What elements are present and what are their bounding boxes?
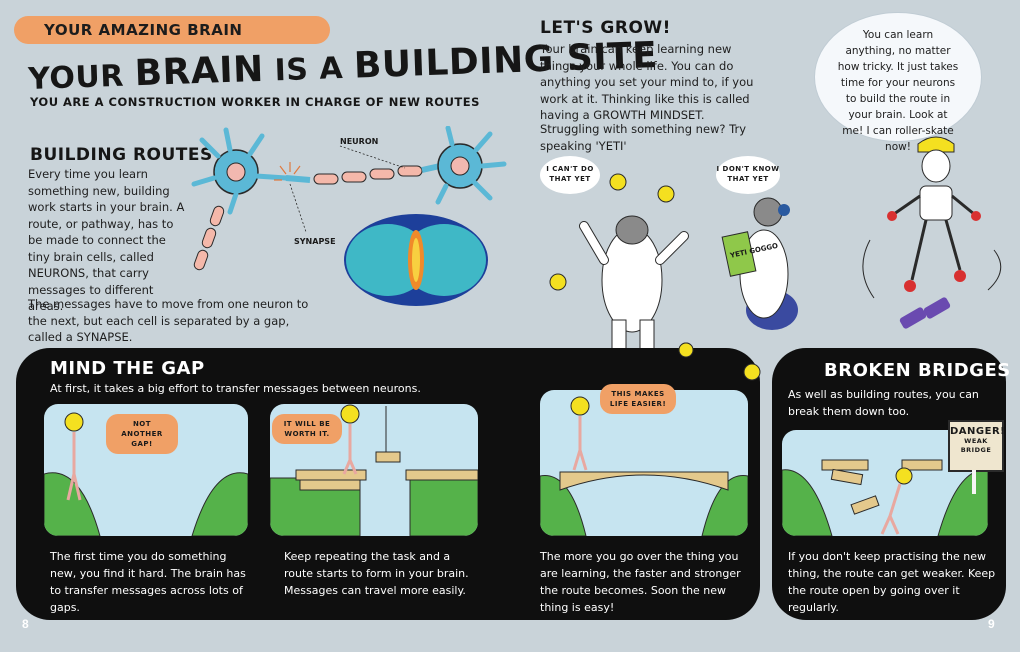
danger-sign-post	[972, 470, 976, 494]
gap-caption-3: The more you go over the thing you are l…	[540, 550, 741, 614]
page-number-right: 9	[988, 617, 995, 631]
mind-the-gap-heading: MIND THE GAP	[50, 358, 205, 379]
section-tag: YOUR AMAZING BRAIN	[44, 21, 243, 39]
gap-bubble-3: THIS MAKES LIFE EASIER!	[600, 384, 676, 414]
page-number-left: 8	[22, 617, 29, 631]
neuron-right-illustration	[421, 126, 507, 205]
skeleton-illustration	[862, 136, 1002, 329]
skeleton-speech-text: You can learn anything, no matter how tr…	[837, 29, 959, 153]
page-subtitle: YOU ARE A CONSTRUCTION WORKER IN CHARGE …	[30, 95, 480, 109]
danger-sign: DANGER! WEAK BRIDGE	[948, 420, 1006, 472]
section-tag-bar: YOUR AMAZING BRAIN	[14, 16, 330, 44]
lets-grow-para2: Struggling with something new? Try speak…	[540, 122, 747, 153]
danger-sign-title: DANGER!	[950, 426, 1006, 437]
neuron-left-illustration	[191, 127, 311, 271]
building-routes-heading: BUILDING ROUTES	[30, 145, 213, 165]
broken-bridges-caption: If you don't keep practising the new thi…	[788, 550, 996, 614]
broken-bridges-heading: BROKEN BRIDGES	[824, 360, 1011, 381]
gap-caption-1: The first time you do something new, you…	[50, 550, 246, 614]
reading-yeti: YETI GOGGO	[721, 197, 798, 330]
yeti-illustrations: YETI GOGGO	[549, 173, 798, 358]
bouncing-balls	[678, 342, 761, 381]
title-word-your: YOUR	[27, 58, 125, 97]
skeleton-speech-bubble: You can learn anything, no matter how tr…	[814, 12, 982, 153]
juggling-yeti	[579, 215, 689, 351]
axon-chain	[313, 165, 423, 185]
title-word-is-a: IS A	[274, 50, 344, 89]
danger-sign-sub: WEAK BRIDGE	[960, 437, 992, 454]
title-word-brain: BRAIN	[133, 48, 265, 95]
neuron-label: NEURON	[340, 137, 378, 146]
synapse-burst	[274, 162, 301, 181]
yeti-bubble-dont-know: I DON'T KNOW THAT YET	[716, 156, 780, 194]
gap-bubble-2: IT WILL BE WORTH IT.	[272, 414, 342, 444]
lets-grow-heading: LET'S GROW!	[540, 18, 671, 38]
gap-frame-3	[540, 390, 748, 536]
building-routes-para2: The messages have to move from one neuro…	[28, 297, 309, 344]
lets-grow-para1: Your brain can keep learning new things …	[540, 42, 754, 122]
synapse-label: SYNAPSE	[294, 237, 336, 246]
yeti-bubble-cant: I CAN'T DO THAT YET	[540, 156, 600, 194]
building-routes-para1: Every time you learn something new, buil…	[28, 167, 185, 313]
synapse-closeup-image	[344, 214, 488, 306]
mind-the-gap-intro: At first, it takes a big effort to trans…	[50, 382, 421, 395]
broken-bridges-intro: As well as building routes, you can brea…	[788, 388, 979, 418]
gap-caption-2: Keep repeating the task and a route star…	[284, 550, 469, 597]
neuron-diagram: NEURON SYNAPSE	[191, 126, 507, 306]
gap-bubble-1: NOT ANOTHER GAP!	[106, 414, 178, 454]
